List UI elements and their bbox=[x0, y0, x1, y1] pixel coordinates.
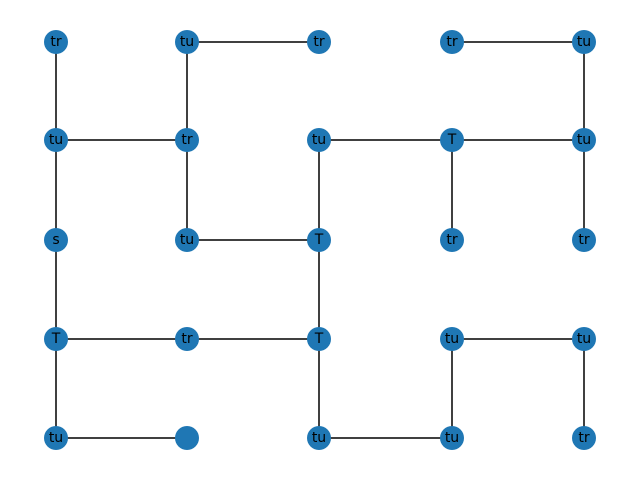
graph-node-label: tu bbox=[312, 430, 326, 446]
graph-node-circle bbox=[572, 128, 596, 152]
graph-node: T bbox=[44, 327, 68, 351]
graph-node-circle bbox=[44, 327, 68, 351]
graph-node-circle bbox=[175, 327, 199, 351]
graph-node: tu bbox=[572, 128, 596, 152]
graph-node-circle bbox=[572, 327, 596, 351]
graph-node-label: tr bbox=[50, 34, 61, 50]
graph-node-circle bbox=[307, 30, 331, 54]
graph-node: tr bbox=[307, 30, 331, 54]
graph-node-circle bbox=[572, 426, 596, 450]
graph-node-label: tr bbox=[446, 232, 457, 248]
graph-node-label: tu bbox=[445, 331, 459, 347]
graph-node-circle bbox=[307, 327, 331, 351]
graph-node: tu bbox=[175, 30, 199, 54]
graph-node: tu bbox=[440, 327, 464, 351]
graph-node: T bbox=[440, 128, 464, 152]
graph-node-circle bbox=[307, 426, 331, 450]
graph-node-label: tu bbox=[49, 430, 63, 446]
graph-node-label: tu bbox=[180, 232, 194, 248]
graph-node-label: tr bbox=[181, 331, 192, 347]
graph-node-label: T bbox=[314, 331, 324, 347]
graph-node-circle bbox=[572, 228, 596, 252]
graph-node-circle bbox=[44, 228, 68, 252]
graph-node-circle bbox=[440, 128, 464, 152]
graph-node-circle bbox=[175, 228, 199, 252]
graph-node-label: T bbox=[314, 232, 324, 248]
graph-node-circle bbox=[44, 30, 68, 54]
graph-node: tu bbox=[175, 228, 199, 252]
graph-node: tr bbox=[440, 228, 464, 252]
graph-node-circle bbox=[175, 426, 199, 450]
graph-node-label: tr bbox=[578, 232, 589, 248]
graph-node-label: tu bbox=[577, 331, 591, 347]
graph-node: tu bbox=[44, 128, 68, 152]
graph-node: tu bbox=[44, 426, 68, 450]
graph-node: tr bbox=[44, 30, 68, 54]
graph-node: tu bbox=[572, 30, 596, 54]
graph-node-label: s bbox=[52, 232, 59, 248]
graph-node-label: tu bbox=[445, 430, 459, 446]
graph-node-circle bbox=[440, 327, 464, 351]
graph-node-circle bbox=[44, 128, 68, 152]
graph-node-circle bbox=[440, 30, 464, 54]
graph-node-label: tu bbox=[577, 34, 591, 50]
graph-node: tr bbox=[440, 30, 464, 54]
graph-node: T bbox=[307, 228, 331, 252]
graph-node-label: T bbox=[51, 331, 61, 347]
graph-node: T bbox=[307, 327, 331, 351]
graph-node: tu bbox=[440, 426, 464, 450]
graph-node-label: tu bbox=[180, 34, 194, 50]
graph-node: tr bbox=[175, 327, 199, 351]
graph-node-circle bbox=[44, 426, 68, 450]
graph-node-circle bbox=[175, 128, 199, 152]
graph-node: tr bbox=[175, 128, 199, 152]
graph-node: tr bbox=[572, 426, 596, 450]
graph-node bbox=[175, 426, 199, 450]
graph-edges bbox=[55, 41, 585, 439]
graph-node-label: tr bbox=[313, 34, 324, 50]
graph-node-label: tr bbox=[446, 34, 457, 50]
graph-node-circle bbox=[307, 128, 331, 152]
graph-node-label: tu bbox=[577, 132, 591, 148]
graph-node-circle bbox=[440, 426, 464, 450]
graph-node-label: tu bbox=[49, 132, 63, 148]
graph-node: tu bbox=[307, 128, 331, 152]
graph-node-circle bbox=[440, 228, 464, 252]
graph-node-circle bbox=[572, 30, 596, 54]
graph-node: tr bbox=[572, 228, 596, 252]
graph-node-label: tr bbox=[578, 430, 589, 446]
graph-node-circle bbox=[307, 228, 331, 252]
graph-node-label: tr bbox=[181, 132, 192, 148]
graph-node-label: T bbox=[447, 132, 457, 148]
graph-node: tu bbox=[572, 327, 596, 351]
graph-node: s bbox=[44, 228, 68, 252]
graph-node-label: tu bbox=[312, 132, 326, 148]
graph-node: tu bbox=[307, 426, 331, 450]
graph-node-circle bbox=[175, 30, 199, 54]
